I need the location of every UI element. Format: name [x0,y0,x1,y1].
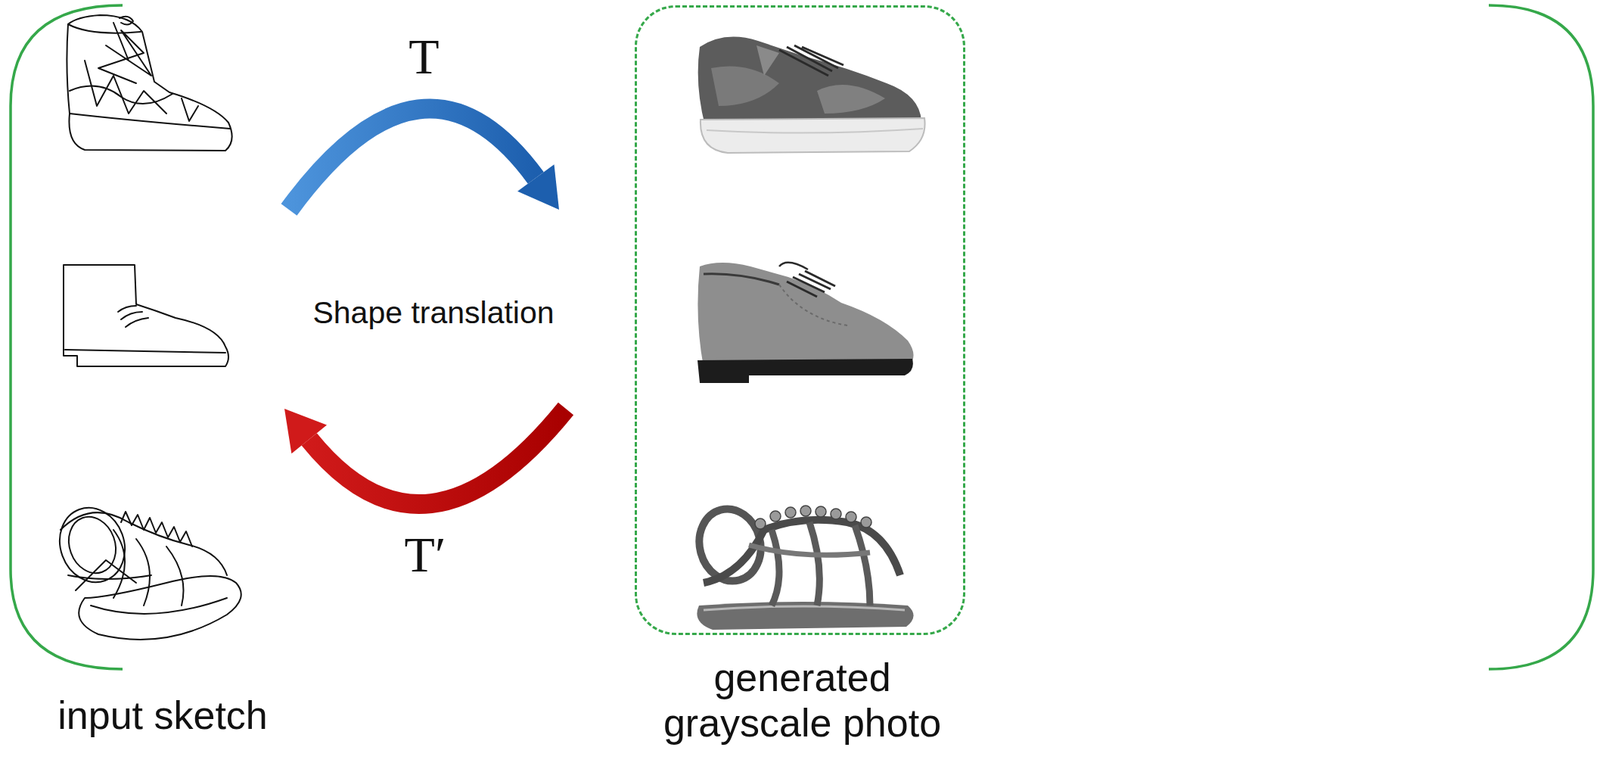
sneaker-photo [706,128,923,134]
arrow-head [284,408,327,454]
sandal-sketch [136,538,150,606]
sneaker-photo [711,66,780,107]
sandal-sketch [75,559,137,591]
shoe-sketch [63,264,229,367]
sandal-sketch [78,575,242,640]
sandal-sketch [49,498,241,640]
shoe-sketch [63,264,229,367]
arc-arrow [288,108,560,210]
sandal-photo [771,529,780,606]
group-bracket [10,5,1594,669]
transform-label: T [408,31,439,82]
sandal-photo [800,505,811,516]
sandal-photo [860,516,872,528]
shoe-sketch [118,305,137,312]
derby-photo [779,262,808,270]
shoe-sketch [66,15,232,151]
sandal-photo [845,511,857,522]
sandal-photo [754,518,766,529]
sandal-photo [754,505,872,529]
shoe-sketch [181,98,199,122]
sandal-photo [854,525,870,606]
group-label: generated grayscale photo [643,655,962,746]
sneaker-photo [779,45,844,76]
sandal-photo [691,501,914,630]
derby-photo [779,284,848,326]
derby-photo [703,273,780,285]
sandal-sketch [68,574,152,579]
shoe-sketch [98,22,152,84]
sandal-photo [748,544,870,555]
sandal-sketch [90,597,227,614]
sandal-photo [770,510,781,522]
arrow-head [517,164,560,210]
sketch-group: input sketch [52,7,273,674]
sandal-photo [815,506,827,517]
sandal-photo [785,506,796,518]
shoe-sketch [119,16,134,25]
sneaker-photo [700,118,926,153]
photo-group-box: generated grayscale photo [634,5,966,635]
sandal-sketch [121,511,193,547]
group-label: input sketch [41,692,284,739]
arc-stroke [309,408,566,504]
sneaker-photo [698,37,926,153]
shoe-sketch [69,113,230,129]
shoe-sketch [65,349,226,353]
shoe-sketch [84,60,167,114]
derby-photo [697,358,914,383]
sneaker-photo [756,45,780,76]
sandal-photo [809,521,820,606]
sandal-sketch [113,529,125,598]
shoe-sketch [68,24,141,34]
sandal-photo [830,508,842,519]
sandal-photo [696,601,914,630]
arc-arrow [284,408,566,504]
sneaker-photo [698,37,922,126]
group-bracket [1488,5,1594,669]
derby-photo [697,262,914,383]
shoe-sketch [125,317,149,327]
sandal-photo [703,605,905,610]
transform-label: T′ [404,529,447,580]
derby-photo [786,270,836,297]
sandal-sketch [60,512,227,575]
shoe-sketch [121,311,143,320]
sneaker-photo [817,84,886,114]
shoe-sketch [66,15,232,151]
arc-stroke [288,108,536,210]
sandal-sketch [166,546,184,606]
derby-photo [697,262,914,367]
process-label: Shape translation [312,295,554,330]
